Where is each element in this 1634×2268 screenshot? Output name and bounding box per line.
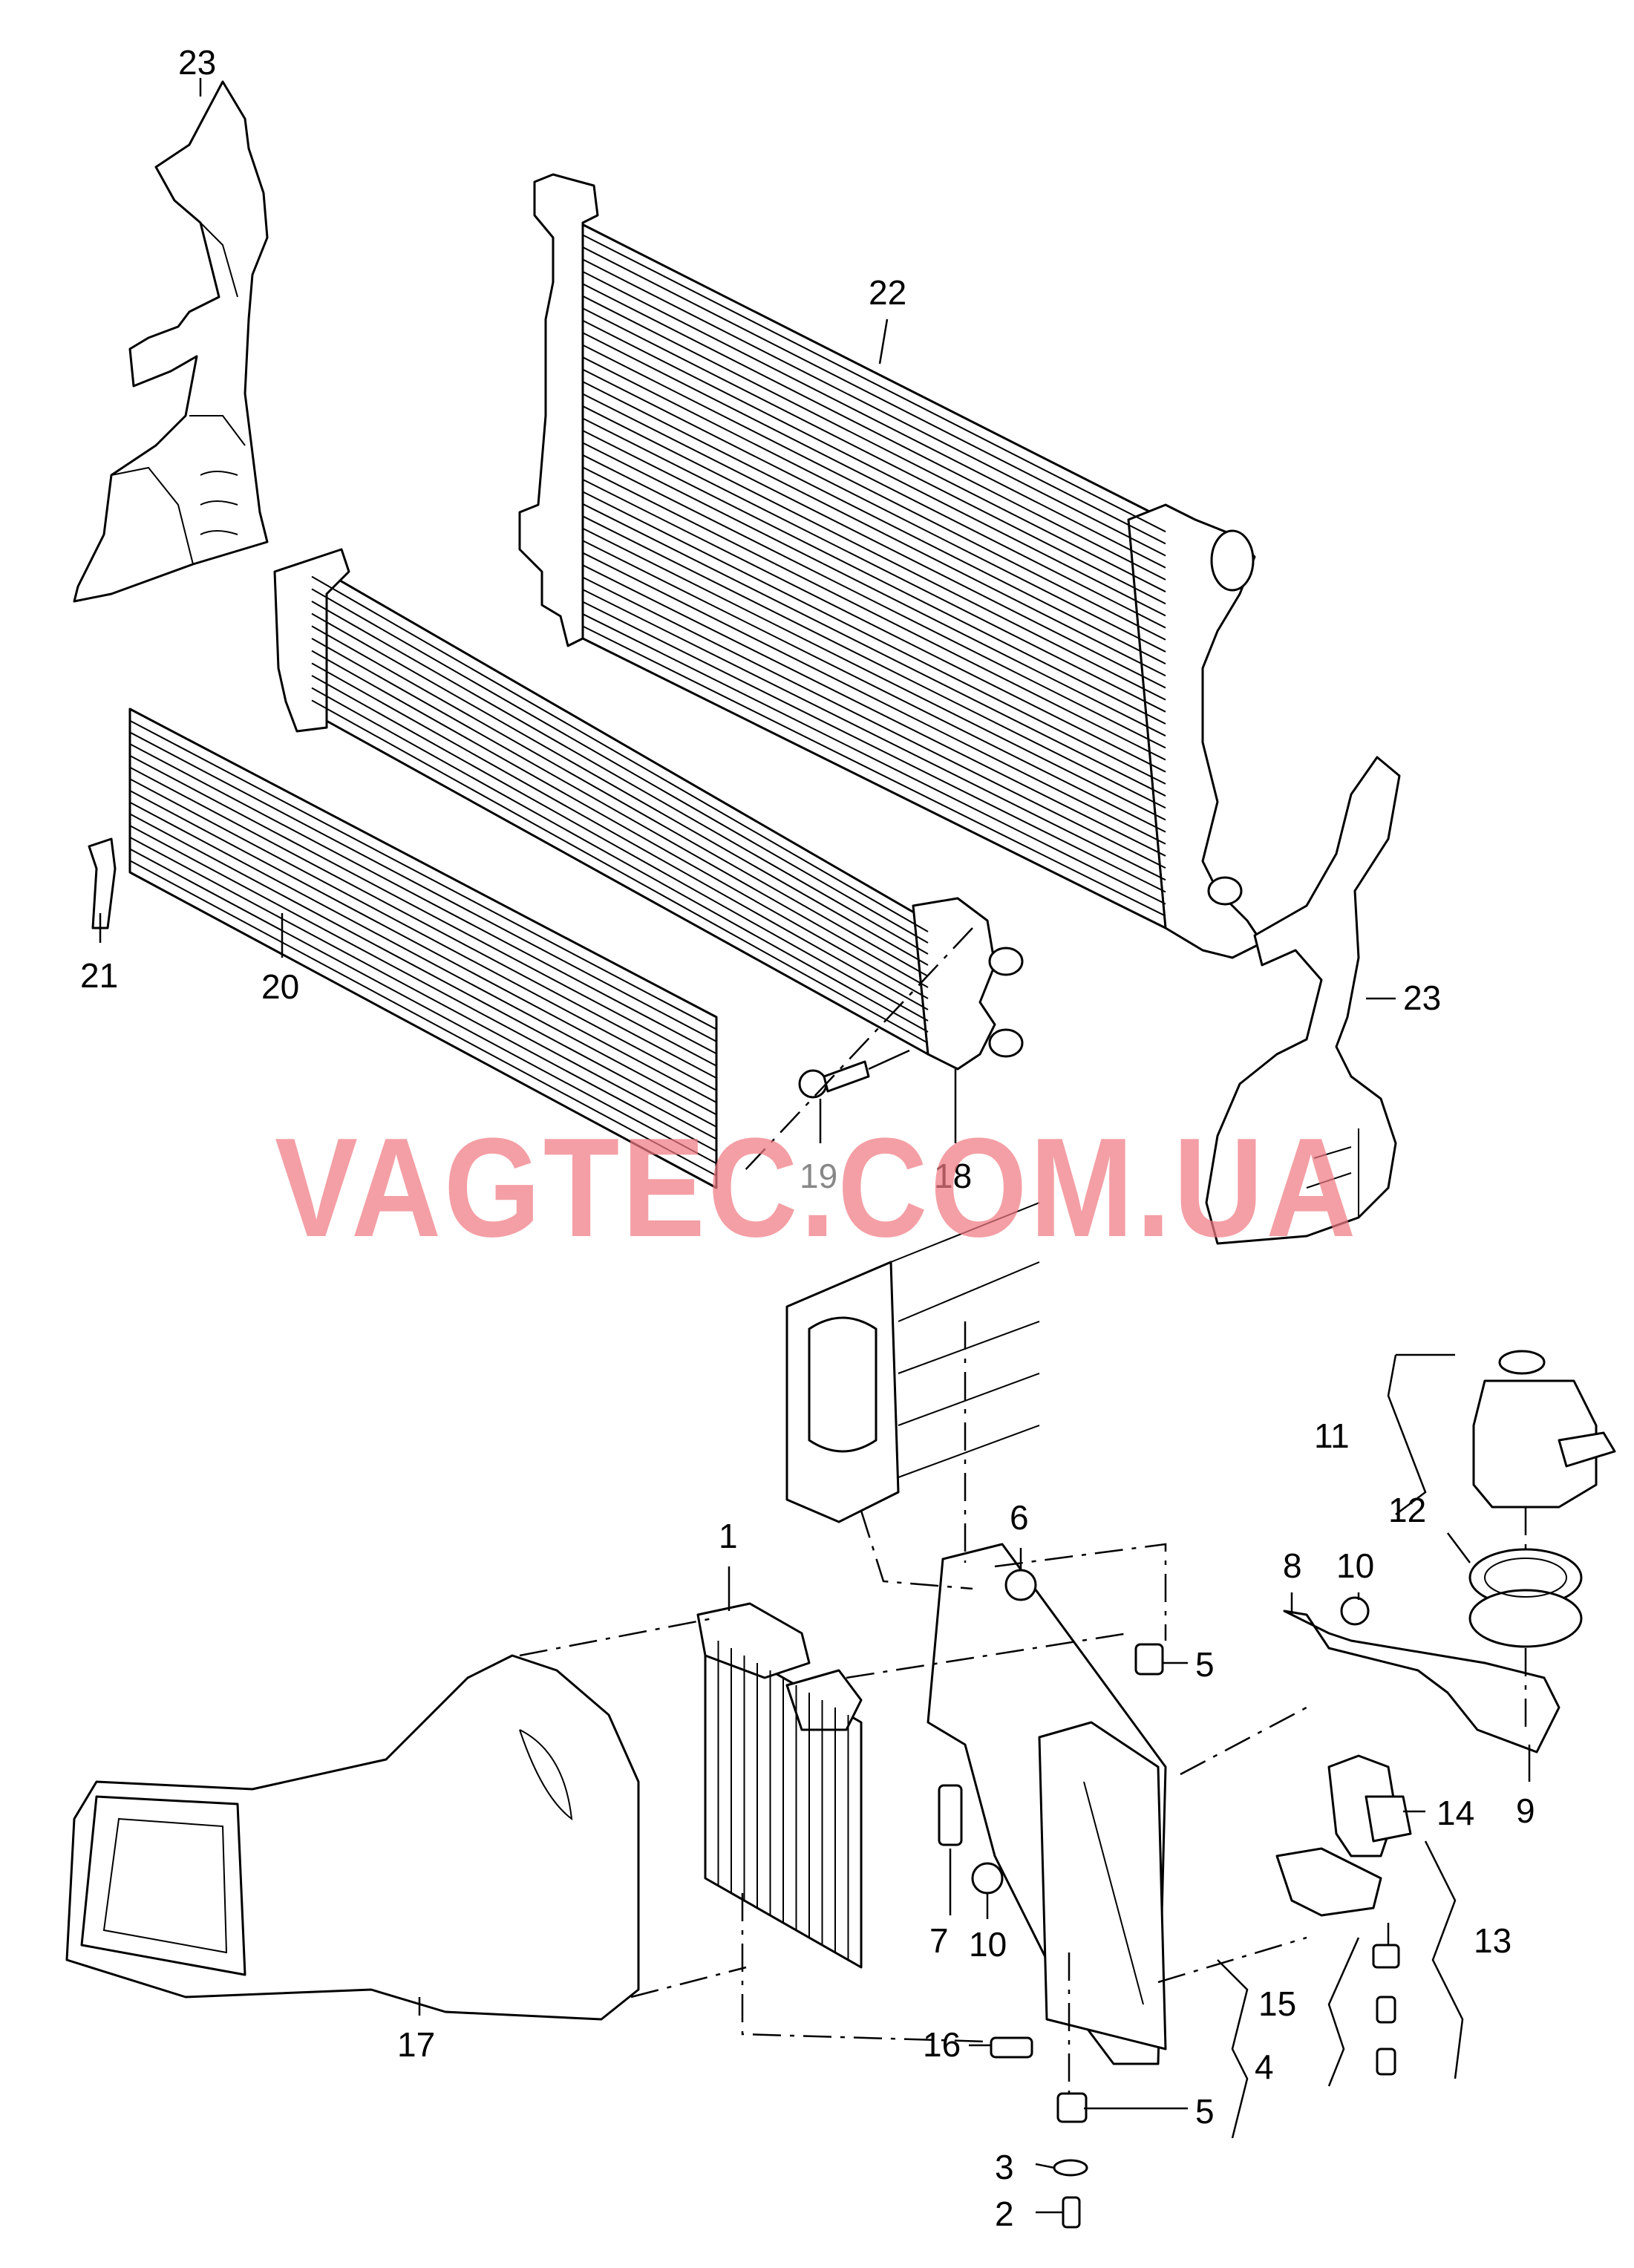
callout-10-left: 10 bbox=[969, 1925, 1007, 1964]
callout-4: 4 bbox=[1255, 2048, 1274, 2086]
fasteners bbox=[938, 1569, 1400, 2229]
watermark: VAGTEC.COM.UA bbox=[275, 1109, 1359, 1267]
seal-ring bbox=[1468, 1548, 1583, 1648]
air-guide-left bbox=[73, 80, 269, 603]
callout-11: 11 bbox=[1314, 1416, 1350, 1455]
callout-22: 22 bbox=[869, 273, 906, 312]
callout-1: 1 bbox=[719, 1517, 738, 1555]
clip bbox=[88, 837, 117, 929]
callout-7: 7 bbox=[929, 1921, 949, 1960]
callout-3: 3 bbox=[995, 2148, 1014, 2186]
callout-13: 13 bbox=[1474, 1921, 1512, 1960]
callout-23-left: 23 bbox=[178, 43, 216, 82]
leader-lines bbox=[99, 78, 1531, 2214]
small-cooler bbox=[696, 1602, 863, 1969]
callout-19: 19 bbox=[800, 1157, 837, 1195]
air-guide-right bbox=[1205, 756, 1401, 1245]
callout-6: 6 bbox=[1010, 1498, 1029, 1537]
callouts: 23 22 21 20 19 18 23 11 12 1 6 8 10 5 9 … bbox=[80, 43, 1535, 2233]
callout-14: 14 bbox=[1437, 1794, 1474, 1832]
main-radiator bbox=[518, 173, 1264, 959]
assembly-lines bbox=[519, 927, 1527, 2094]
callout-2: 2 bbox=[995, 2195, 1014, 2233]
auxiliary-radiator bbox=[273, 548, 1024, 1071]
bracket-assembly bbox=[785, 1202, 1167, 2065]
callout-5-lower: 5 bbox=[1195, 2092, 1215, 2131]
callout-17: 17 bbox=[397, 2025, 435, 2064]
callout-16: 16 bbox=[923, 2025, 961, 2064]
callout-10-right: 10 bbox=[1336, 1546, 1374, 1585]
callout-12: 12 bbox=[1388, 1491, 1426, 1529]
grille bbox=[128, 707, 718, 1189]
callout-5-upper: 5 bbox=[1195, 1645, 1215, 1684]
callout-20: 20 bbox=[261, 967, 299, 1006]
electric-pump bbox=[1275, 1754, 1412, 1917]
callout-9: 9 bbox=[1516, 1791, 1535, 1830]
screw-19 bbox=[798, 1049, 910, 1099]
coolant-pump-top bbox=[1472, 1350, 1616, 1509]
callout-18: 18 bbox=[934, 1157, 972, 1195]
callout-8: 8 bbox=[1283, 1546, 1302, 1585]
clamp-bracket bbox=[1283, 1610, 1561, 1754]
callout-23-right: 23 bbox=[1403, 978, 1441, 1017]
air-duct bbox=[65, 1654, 640, 2021]
callout-15: 15 bbox=[1258, 1984, 1296, 2023]
callout-21: 21 bbox=[80, 956, 118, 995]
